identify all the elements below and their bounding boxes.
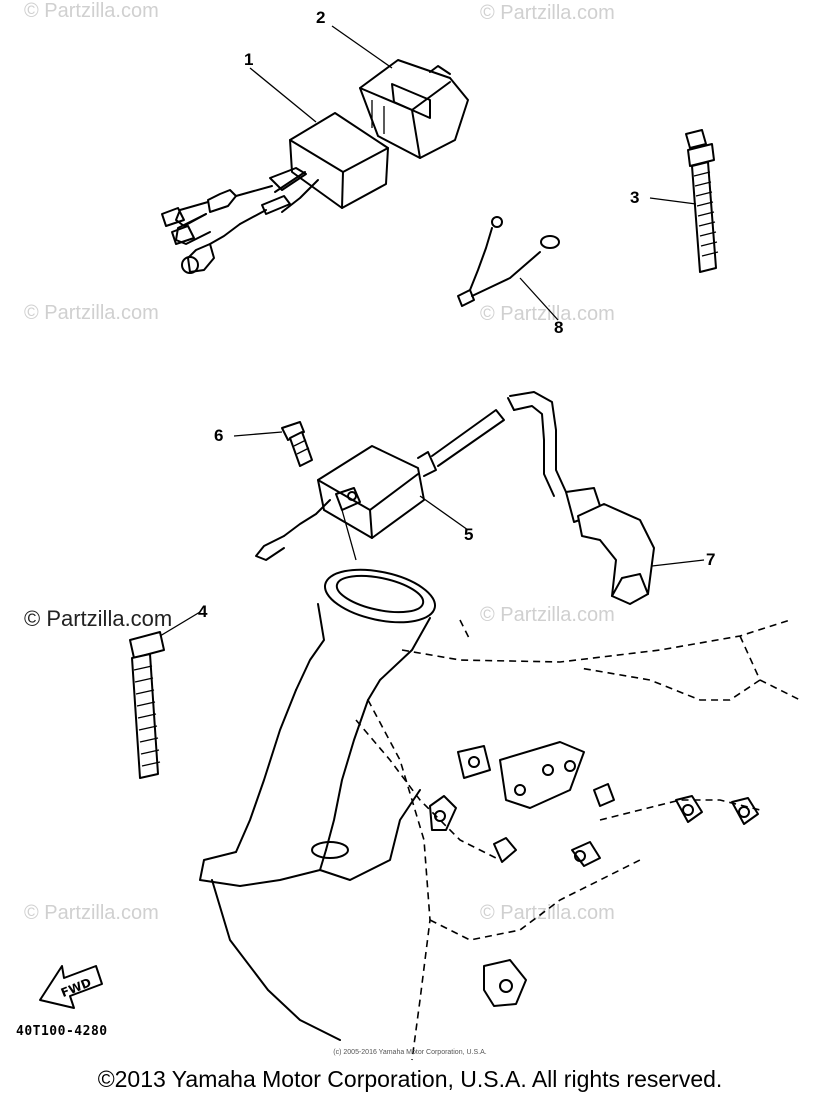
part-3-cable-tie — [685, 129, 719, 273]
footer-copyright: ©2013 Yamaha Motor Corporation, U.S.A. A… — [97, 1066, 723, 1092]
callout-4: 4 — [198, 602, 208, 621]
callout-5: 5 — [464, 525, 474, 544]
part-5-ignition-coil — [255, 409, 505, 561]
leader-5 — [419, 495, 469, 531]
callout-3: 3 — [630, 188, 640, 207]
engine-mounts — [429, 741, 759, 1007]
callout-2: 2 — [316, 8, 326, 27]
callout-8: 8 — [554, 318, 564, 337]
watermark: © Partzilla.com — [24, 902, 159, 924]
watermark: © Partzilla.com — [480, 604, 615, 626]
leader-3 — [649, 197, 697, 205]
callout-1: 1 — [244, 50, 254, 69]
watermark: © Partzilla.com — [480, 902, 615, 924]
leader-2 — [331, 25, 393, 69]
part-6-bolt — [281, 421, 313, 467]
leader-8 — [519, 277, 559, 321]
frame-outline — [199, 568, 801, 1061]
callout-7: 7 — [706, 550, 716, 569]
callout-6: 6 — [214, 426, 224, 445]
part-7-plug-cap — [507, 391, 655, 605]
part-8-lead-wire — [457, 216, 560, 307]
small-copyright: (c) 2005-2016 Yamaha Motor Corporation, … — [333, 1049, 487, 1056]
watermark: © Partzilla.com — [24, 0, 159, 22]
leader-1 — [249, 67, 317, 123]
watermark: © Partzilla.com — [480, 303, 615, 325]
watermark: © Partzilla.com — [24, 606, 173, 631]
part-1-cdi-unit — [161, 112, 389, 274]
watermark: © Partzilla.com — [480, 2, 615, 24]
watermark: © Partzilla.com — [24, 302, 159, 324]
part-2-cover — [359, 59, 469, 159]
leader-7 — [651, 559, 705, 567]
part-code: 40T100-4280 — [16, 1024, 108, 1039]
leader-4 — [159, 611, 201, 637]
part-4-cable-tie — [129, 631, 165, 779]
fwd-arrow-icon — [39, 965, 103, 1009]
leader-6 — [233, 431, 283, 437]
